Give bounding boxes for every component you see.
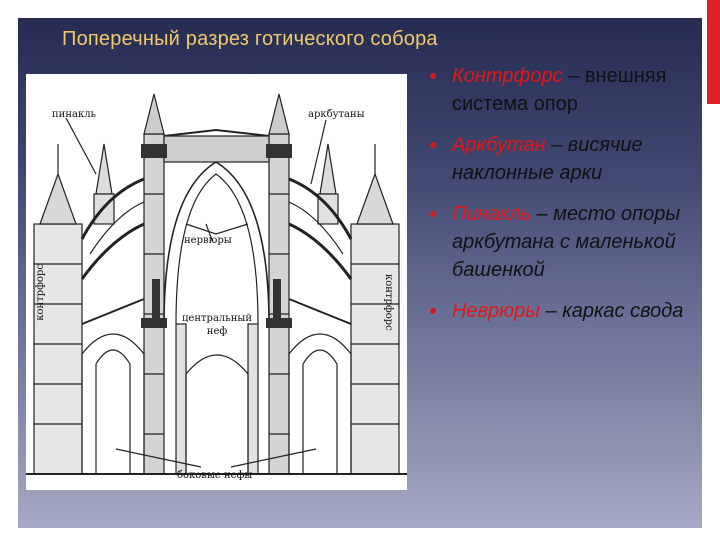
cathedral-figure: пинакль аркбутаны нервюры центральный не…	[26, 74, 407, 490]
label-side-naves: боковые нефы	[177, 471, 252, 481]
bullet-dash: –	[563, 65, 585, 87]
cathedral-cross-section-drawing	[26, 74, 407, 490]
bullet-term: Аркбутан	[452, 134, 546, 156]
bullet-item: Неврюры – каркас свода	[428, 297, 696, 325]
bullet-text: каркас свода	[562, 300, 683, 322]
bullet-item: Контрфорс – внешняя система опор	[428, 62, 696, 118]
label-ribs: нервюры	[184, 236, 232, 246]
bullet-term: Неврюры	[452, 300, 540, 322]
label-pinnacle: пинакль	[52, 110, 96, 120]
label-flying-buttress: аркбутаны	[308, 110, 365, 120]
bullet-dash: –	[546, 134, 568, 156]
bullet-item: Пинакль – место опоры аркбутана с малень…	[428, 200, 696, 284]
bullet-term: Пинакль	[452, 203, 531, 225]
bullet-item: Аркбутан – висячие наклонные арки	[428, 131, 696, 187]
bullet-dot-icon	[430, 142, 436, 148]
bullet-dot-icon	[430, 308, 436, 314]
bullet-term: Контрфорс	[452, 65, 563, 87]
bullet-dash: –	[540, 300, 562, 322]
label-central-nave: центральный неф	[172, 312, 262, 338]
slide-title: Поперечный разрез готического собора	[62, 28, 438, 51]
bullet-dash: –	[531, 203, 553, 225]
label-buttress-left: контрфорс	[36, 264, 46, 321]
bullet-dot-icon	[430, 211, 436, 217]
label-buttress-right: контрфорс	[383, 274, 393, 331]
bullet-list: Контрфорс – внешняя система опор Аркбута…	[428, 62, 696, 338]
bullet-dot-icon	[430, 73, 436, 79]
accent-bar	[707, 0, 720, 104]
